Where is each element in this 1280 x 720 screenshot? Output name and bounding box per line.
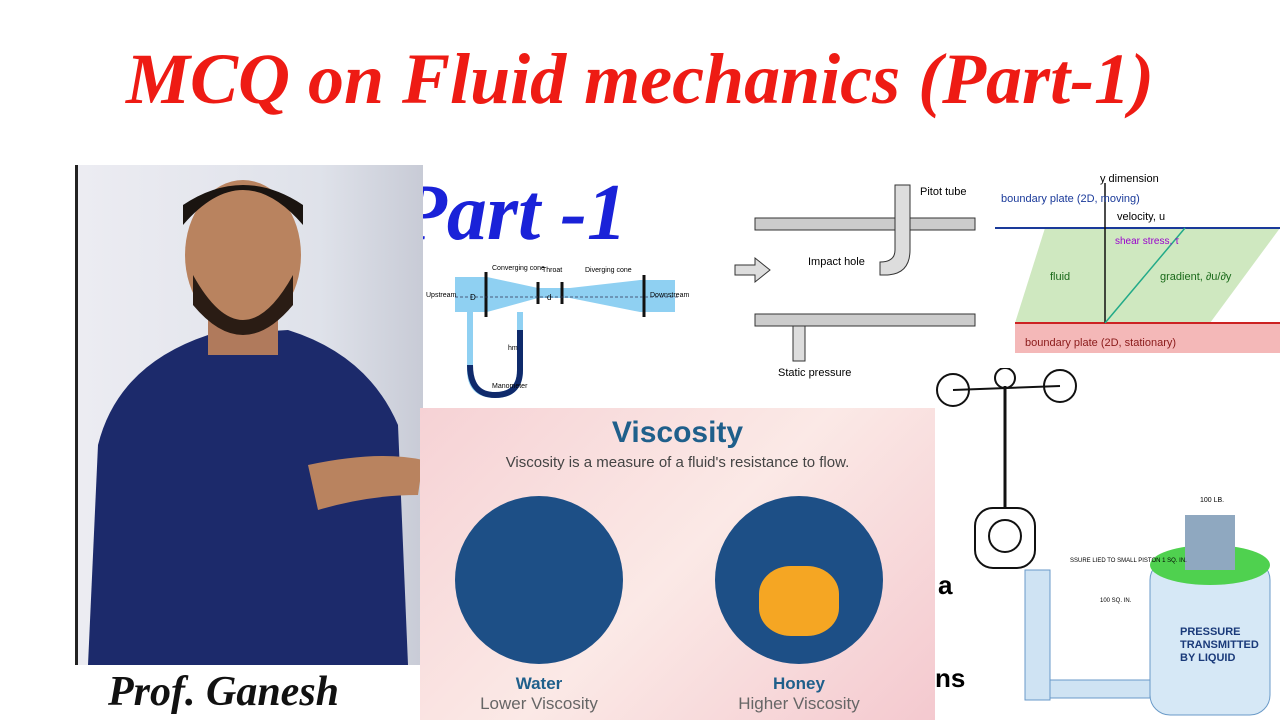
viscosity-panel: Viscosity Viscosity is a measure of a fl… bbox=[420, 408, 935, 720]
presenter-name: Prof. Ganesh bbox=[108, 669, 340, 715]
viscosity-subtitle: Viscosity is a measure of a fluid's resi… bbox=[505, 454, 850, 471]
label-downstream: Downstream bbox=[650, 292, 689, 299]
label-y: y dimension bbox=[1100, 173, 1159, 185]
label-100sqin: 100 SQ. IN. bbox=[1100, 598, 1132, 604]
video-title: MCQ on Fluid mechanics (Part-1) bbox=[125, 39, 1155, 119]
honey-desc: Higher Viscosity bbox=[738, 694, 860, 713]
water-label: Water bbox=[515, 674, 563, 693]
label-throat: Throat bbox=[542, 267, 562, 274]
label-converging: Converging cone bbox=[492, 265, 545, 272]
label-shear: shear stress, τ bbox=[1115, 236, 1179, 247]
honey-label: Honey bbox=[773, 674, 825, 693]
boundary-layer-diagram: y dimension boundary plate (2D, moving) … bbox=[995, 173, 1280, 353]
label-diverging: Diverging cone bbox=[585, 267, 632, 274]
label-top-plate: boundary plate (2D, moving) bbox=[1001, 193, 1140, 205]
label-fluid: fluid bbox=[1050, 271, 1070, 283]
label-pitot-tube: Pitot tube bbox=[920, 186, 966, 198]
pitot-tube-diagram: Pitot tube Impact hole Static pressure bbox=[734, 184, 976, 379]
label-hm: hm bbox=[508, 345, 518, 352]
partial-text-a: a bbox=[938, 570, 953, 600]
label-upstream: Upstream bbox=[426, 292, 457, 299]
label-d: d bbox=[547, 293, 551, 302]
hydraulic-press-illustration: 100 LB. SSURE LIED TO SMALL PISTON 1 SQ.… bbox=[1024, 497, 1271, 716]
label-manometer: Manometer bbox=[492, 383, 528, 390]
label-D: D bbox=[470, 293, 476, 302]
presenter-figure bbox=[88, 180, 423, 665]
water-desc: Lower Viscosity bbox=[480, 694, 598, 713]
label-gradient: gradient, ∂u/∂y bbox=[1160, 271, 1232, 283]
water-icon bbox=[455, 496, 623, 664]
honey-icon bbox=[715, 496, 883, 664]
venturi-meter-diagram: Converging cone Throat Diverging cone Up… bbox=[426, 265, 689, 399]
label-bottom-plate: boundary plate (2D, stationary) bbox=[1025, 337, 1176, 349]
viscosity-heading: Viscosity bbox=[611, 416, 744, 449]
label-static-pressure: Static pressure bbox=[778, 367, 851, 379]
label-velocity: velocity, u bbox=[1117, 211, 1165, 223]
label-pressure-transmitted: PRESSURE TRANSMITTED BY LIQUID bbox=[1180, 626, 1259, 664]
label-100lb: 100 LB. bbox=[1200, 497, 1224, 504]
label-impact-hole: Impact hole bbox=[808, 256, 865, 268]
label-small-piston: SSURE LIED TO SMALL PISTON 1 SQ. IN. bbox=[1070, 558, 1187, 564]
partial-text-ns: ns bbox=[935, 663, 966, 693]
anemometer-illustration bbox=[936, 368, 1077, 569]
part-label: Part -1 bbox=[398, 169, 627, 257]
presenter-photo bbox=[75, 165, 423, 665]
